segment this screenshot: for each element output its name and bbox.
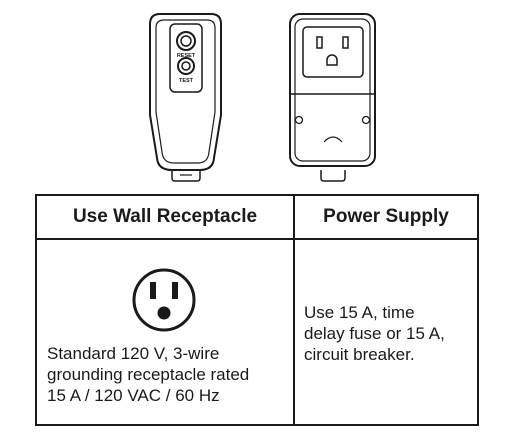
device-illustrations: RESET TEST <box>149 13 376 182</box>
power-supply-line: circuit breaker. <box>304 345 415 364</box>
reset-label: RESET <box>177 53 196 59</box>
power-supply-description: Use 15 A, time delay fuse or 15 A, circu… <box>304 302 445 365</box>
adapter-front-view <box>149 13 222 182</box>
test-label: TEST <box>179 78 194 84</box>
power-supply-line: delay fuse or 15 A, <box>304 324 445 343</box>
header-power-supply: Power Supply <box>293 194 479 240</box>
table-header-row: Use Wall Receptacle Power Supply <box>35 194 479 240</box>
receptacle-description: Standard 120 V, 3-wire grounding recepta… <box>47 343 249 406</box>
header-wall-receptacle: Use Wall Receptacle <box>35 194 295 240</box>
spec-table: Use Wall Receptacle Power Supply Standar… <box>35 194 479 426</box>
receptacle-line: Standard 120 V, 3-wire <box>47 344 220 363</box>
wall-receptacle-cell: Standard 120 V, 3-wire grounding recepta… <box>35 238 295 426</box>
adapter-back-view <box>289 13 376 182</box>
receptacle-line: grounding receptacle rated <box>47 365 250 384</box>
outlet-icon <box>132 268 196 332</box>
power-supply-cell: Use 15 A, time delay fuse or 15 A, circu… <box>293 238 479 426</box>
power-supply-line: Use 15 A, time <box>304 303 415 322</box>
receptacle-line: 15 A / 120 VAC / 60 Hz <box>47 386 220 405</box>
table-row: Standard 120 V, 3-wire grounding recepta… <box>35 238 479 426</box>
